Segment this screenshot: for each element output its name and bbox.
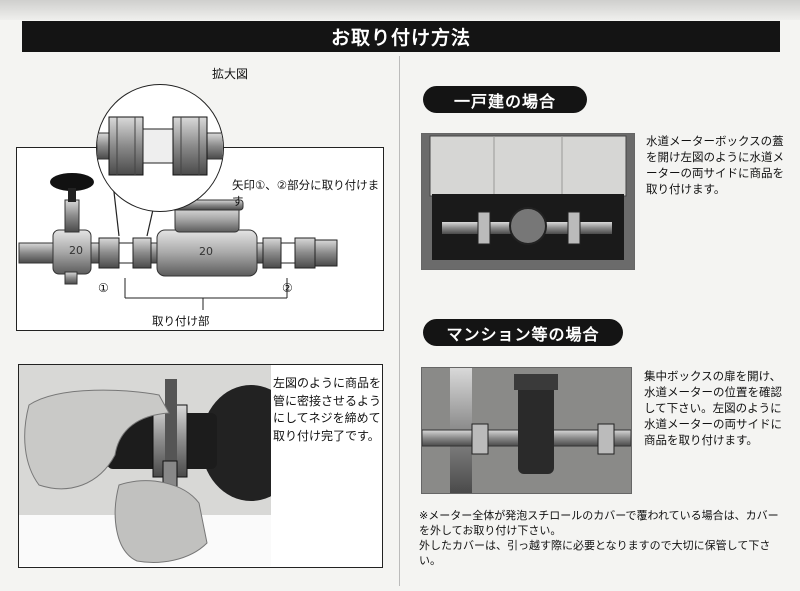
install-photo-note: 左図のように商品を管に密接させるようにしてネジを締めて取り付け完了です。 bbox=[273, 376, 382, 443]
mansion-note: 集中ボックスの扉を開け、水道メーターの位置を確認して下さい。左図のように水道メー… bbox=[644, 369, 782, 447]
zoom-illustration bbox=[97, 116, 223, 176]
zoom-label: 拡大図 bbox=[212, 67, 249, 81]
cover-footnote: ※メーター全体が発泡スチロールのカバーで覆われている場合は、カバーを外してお取り… bbox=[419, 508, 789, 568]
house-note: 水道メーターボックスの蓋を開け左図のように水道メーターの両サイドに商品を取り付け… bbox=[646, 134, 784, 196]
top-scan-strip bbox=[0, 0, 800, 20]
house-meter-box-illustration bbox=[422, 134, 634, 269]
mansion-section-title: マンション等の場合 bbox=[423, 319, 623, 346]
column-divider bbox=[399, 56, 400, 586]
page-title: お取り付け方法 bbox=[22, 21, 780, 52]
arrow-note: 矢印①、②部分に取り付けます bbox=[232, 178, 380, 208]
marker-2: ② bbox=[282, 281, 293, 295]
mansion-meter-photo bbox=[421, 367, 632, 494]
meter-stamp: 20 bbox=[199, 245, 213, 258]
marker-1: ① bbox=[98, 281, 109, 295]
footnote-line-2: 外したカバーは、引っ越す際に必要となりますので大切に保管して下さい。 bbox=[419, 539, 771, 567]
mount-label: 取り付け部 bbox=[152, 314, 210, 328]
hand-install-photo bbox=[19, 365, 301, 566]
house-section-title: 一戸建の場合 bbox=[423, 86, 587, 113]
footnote-line-1: ※メーター全体が発泡スチロールのカバーで覆われている場合は、カバーを外してお取り… bbox=[419, 509, 779, 537]
mansion-meter-illustration bbox=[422, 368, 631, 493]
valve-stamp: 20 bbox=[69, 244, 83, 257]
zoom-circle bbox=[96, 84, 224, 212]
pipe-diagram-illustration bbox=[18, 147, 338, 310]
install-photo-box bbox=[18, 364, 383, 568]
house-meter-box-photo bbox=[421, 133, 635, 270]
